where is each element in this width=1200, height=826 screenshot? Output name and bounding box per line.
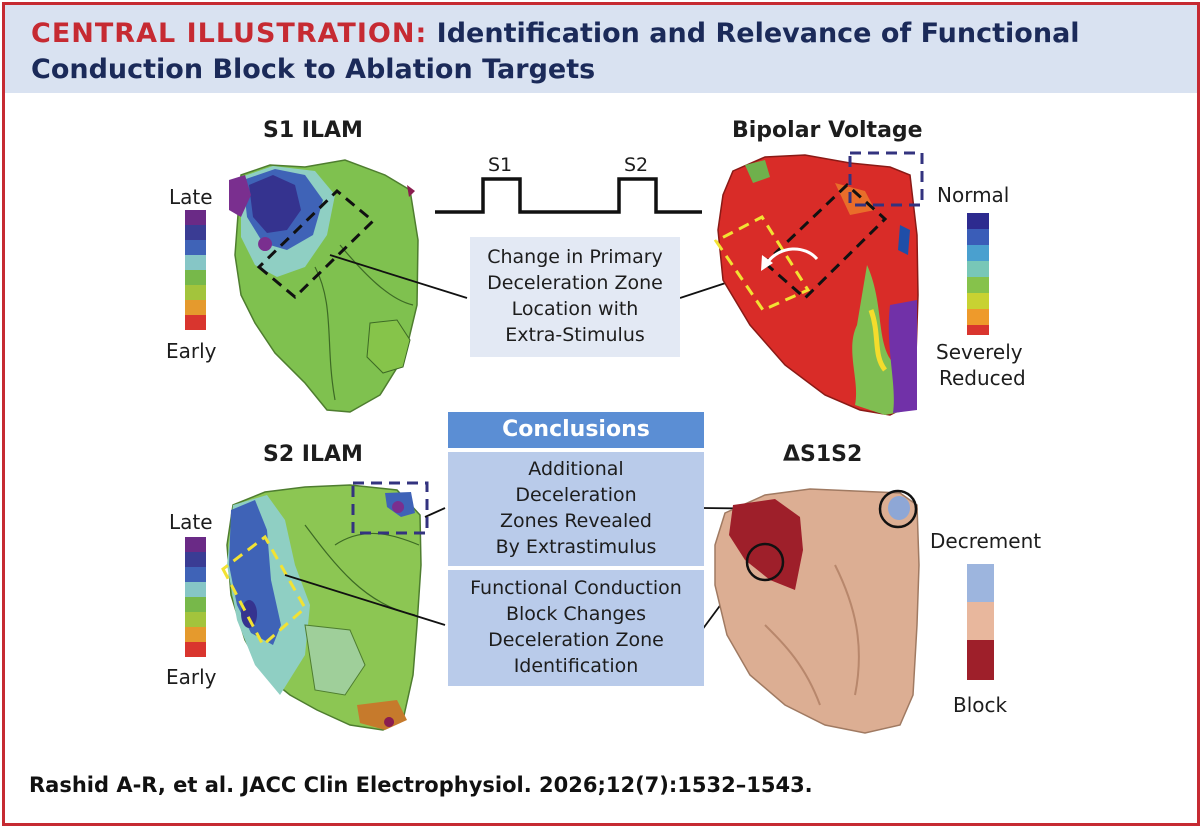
delta-color-scale <box>967 564 994 680</box>
conclusion-2-line-4: Identification <box>513 655 639 677</box>
change-deceleration-zone-box: Change in Primary Deceleration Zone Loca… <box>470 237 680 357</box>
pulse-label-s1: S1 <box>488 154 513 176</box>
s1-scale-early: Early <box>166 339 217 363</box>
s2-scale-early: Early <box>166 665 217 689</box>
bipolar-scale-reduced: Reduced <box>939 366 1026 390</box>
s1-ilam-map <box>229 159 419 413</box>
s1-s2-pulse-diagram <box>435 177 702 214</box>
connector-s2-zone-to-conclusion <box>424 507 446 518</box>
conclusion-additional-zones: Additional Deceleration Zones Revealed B… <box>448 452 704 566</box>
s1-color-scale <box>185 210 206 330</box>
conclusion-1-line-3: Zones Revealed <box>500 510 652 532</box>
delta-scale-block: Block <box>953 693 1008 717</box>
connector-s2-block-to-conclusion <box>284 574 446 626</box>
bipolar-voltage-map <box>713 151 924 416</box>
s2-scale-late: Late <box>169 510 213 534</box>
delta-s1s2-map <box>714 488 920 734</box>
conclusion-1-line-4: By Extrastimulus <box>495 536 657 558</box>
citation: Rashid A-R, et al. JACC Clin Electrophys… <box>29 773 813 797</box>
s1-ilam-title: S1 ILAM <box>263 118 363 143</box>
illustration-canvas <box>185 151 994 734</box>
bipolar-voltage-title: Bipolar Voltage <box>732 118 923 143</box>
change-box-line-2: Deceleration Zone <box>487 272 663 294</box>
change-box-line-4: Extra-Stimulus <box>505 324 645 346</box>
bipolar-scale-normal: Normal <box>937 183 1010 207</box>
change-box-line-3: Location with <box>511 298 639 320</box>
conclusion-2-line-2: Block Changes <box>505 603 647 625</box>
s1-scale-late: Late <box>169 185 213 209</box>
delta-scale-decrement: Decrement <box>930 529 1042 553</box>
s2-ilam-title: S2 ILAM <box>263 442 363 467</box>
title-text-1: Identification and Relevance of Function… <box>436 18 1080 49</box>
connector-s1-to-box <box>329 254 468 299</box>
change-box-line-1: Change in Primary <box>487 246 663 268</box>
title-line-2: Conduction Block to Ablation Targets <box>31 54 596 85</box>
conclusion-2-line-1: Functional Conduction <box>470 577 682 599</box>
title-line-1: CENTRAL ILLUSTRATION: Identification and… <box>31 18 1080 49</box>
bipolar-color-scale <box>967 213 989 335</box>
bipolar-scale-severely: Severely <box>936 340 1023 364</box>
s2-ilam-map <box>221 481 429 731</box>
delta-s1s2-title: ΔS1S2 <box>783 442 863 467</box>
conclusion-1-line-1: Additional <box>528 458 624 480</box>
pulse-label-s2: S2 <box>624 154 649 176</box>
conclusion-1-line-2: Deceleration <box>515 484 637 506</box>
conclusion-functional-block: Functional Conduction Block Changes Dece… <box>448 570 704 686</box>
conclusions-heading: Conclusions <box>448 412 704 448</box>
conclusion-2-line-3: Deceleration Zone <box>488 629 664 651</box>
title-kicker: CENTRAL ILLUSTRATION: <box>31 18 428 49</box>
conclusions-panel: Conclusions Additional Deceleration Zone… <box>448 412 704 686</box>
header-banner: CENTRAL ILLUSTRATION: Identification and… <box>5 5 1197 93</box>
s2-color-scale <box>185 537 206 657</box>
